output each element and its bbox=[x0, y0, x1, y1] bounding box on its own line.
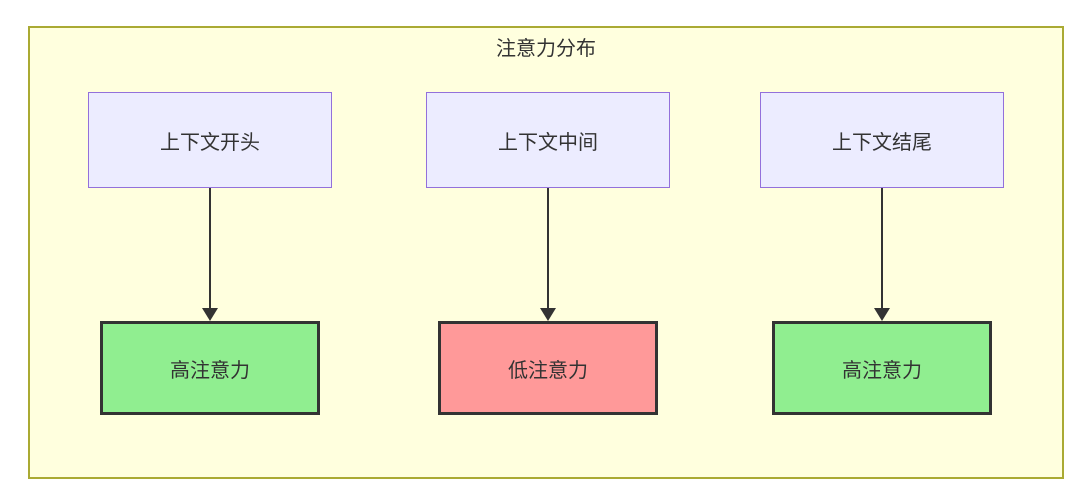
node-attention-middle: 低注意力 bbox=[438, 321, 658, 415]
cluster-title: 注意力分布 bbox=[496, 38, 596, 60]
connector-arrow bbox=[874, 188, 890, 321]
arrow-head-icon bbox=[874, 308, 890, 321]
connector-arrow bbox=[202, 188, 218, 321]
arrow-line bbox=[881, 188, 883, 308]
attention-distribution-cluster: 注意力分布 上下文开头 高注意力 上下文中间 低注意力 上下文结尾 高注意力 bbox=[28, 26, 1064, 479]
arrow-line bbox=[209, 188, 211, 308]
arrow-head-icon bbox=[540, 308, 556, 321]
flow-column-context-start: 上下文开头 高注意力 bbox=[88, 92, 332, 415]
arrow-head-icon bbox=[202, 308, 218, 321]
flow-column-context-middle: 上下文中间 低注意力 bbox=[426, 92, 670, 415]
node-context-middle: 上下文中间 bbox=[426, 92, 670, 188]
node-context-start: 上下文开头 bbox=[88, 92, 332, 188]
node-context-end: 上下文结尾 bbox=[760, 92, 1004, 188]
node-attention-start: 高注意力 bbox=[100, 321, 320, 415]
node-attention-end: 高注意力 bbox=[772, 321, 992, 415]
flow-column-context-end: 上下文结尾 高注意力 bbox=[760, 92, 1004, 415]
arrow-line bbox=[547, 188, 549, 308]
connector-arrow bbox=[540, 188, 556, 321]
